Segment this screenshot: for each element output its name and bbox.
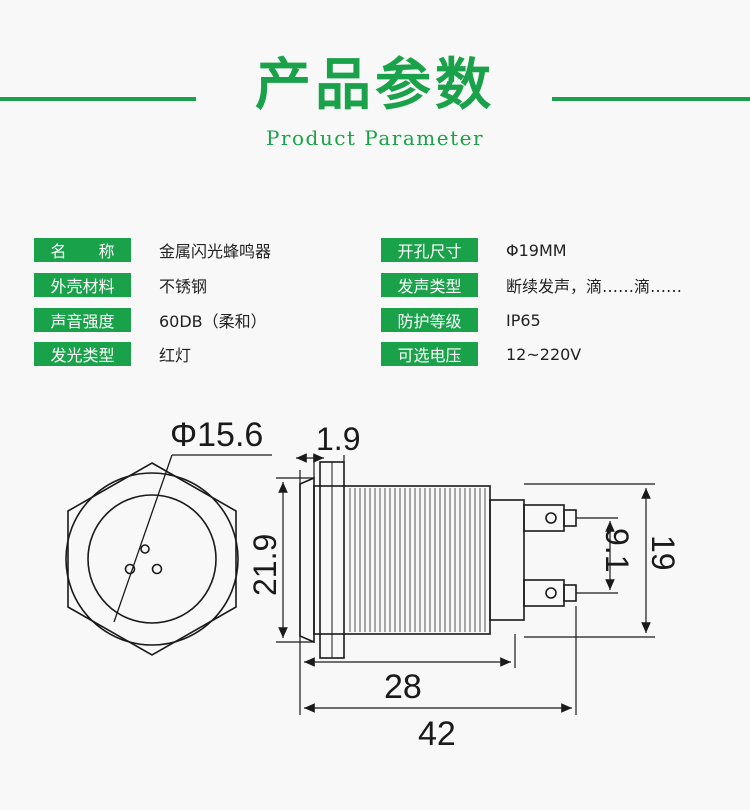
header-line-right — [552, 97, 750, 101]
side-view — [299, 461, 577, 659]
terminal-bottom — [523, 579, 565, 607]
diameter-leader — [113, 454, 173, 623]
param-value: 红灯 — [159, 346, 192, 365]
diameter-label: Φ15.6 — [170, 416, 263, 454]
terminal-top-hole — [545, 512, 557, 524]
param-value: 12~220V — [506, 344, 582, 364]
param-label: 防护等级 — [381, 308, 478, 332]
terminal-top — [523, 504, 565, 532]
dimension-lines — [278, 453, 651, 713]
dimension-drawing: Φ15.6 — [65, 416, 681, 753]
thread-lines — [349, 488, 486, 632]
param-label: 可选电压 — [381, 342, 478, 366]
param-row-protection: 防护等级 IP65 — [381, 308, 541, 332]
terminal-top-tab — [563, 509, 577, 527]
param-label: 发光类型 — [34, 342, 131, 366]
page-title: 产品参数 — [255, 52, 495, 118]
param-row-light: 发光类型 红灯 — [34, 342, 191, 366]
param-label: 声音强度 — [34, 308, 131, 332]
param-label: 名 称 — [34, 238, 131, 262]
param-label: 开孔尺寸 — [381, 238, 478, 262]
param-value: Φ19MM — [506, 240, 567, 260]
header-line-left — [0, 97, 196, 101]
inner-ring — [87, 494, 217, 624]
extension-lines — [276, 455, 655, 715]
outer-ring — [65, 472, 239, 646]
param-label: 发声类型 — [381, 273, 478, 297]
rear-cap — [489, 499, 525, 621]
param-row-sound-type: 发声类型 断续发声，滴……滴…… — [381, 273, 682, 297]
param-value: 断续发声，滴……滴…… — [506, 277, 683, 296]
param-row-name: 名 称 金属闪光蜂鸣器 — [34, 238, 271, 262]
param-row-material: 外壳材料 不锈钢 — [34, 273, 207, 297]
param-value: 不锈钢 — [159, 277, 208, 296]
dim-body-length-label: 28 — [384, 668, 422, 706]
param-label: 外壳材料 — [34, 273, 131, 297]
dim-height-left-label: 21.9 — [247, 534, 283, 596]
hex-nut-outline — [67, 462, 237, 656]
terminal-bottom-hole — [545, 587, 557, 599]
dim-height-right-label: 19 — [645, 535, 681, 571]
param-value: IP65 — [506, 310, 541, 330]
threaded-body — [313, 485, 491, 635]
dim-flange-label: 1.9 — [316, 421, 360, 457]
center-dot — [140, 544, 150, 554]
led-hole-left — [124, 563, 136, 575]
dim-total-length-label: 42 — [418, 715, 456, 753]
terminal-bottom-tab — [563, 584, 577, 602]
dim-terminal-label: 9.1 — [599, 528, 635, 572]
page-subtitle: Product Parameter — [265, 126, 485, 150]
led-hole-right — [151, 563, 163, 575]
flange — [299, 476, 315, 644]
param-row-voltage: 可选电压 12~220V — [381, 342, 581, 366]
param-row-hole-size: 开孔尺寸 Φ19MM — [381, 238, 567, 262]
param-value: 金属闪光蜂鸣器 — [159, 242, 272, 261]
param-row-volume: 声音强度 60DB（柔和） — [34, 308, 267, 332]
param-value: 60DB（柔和） — [159, 312, 267, 331]
front-view — [65, 454, 272, 656]
